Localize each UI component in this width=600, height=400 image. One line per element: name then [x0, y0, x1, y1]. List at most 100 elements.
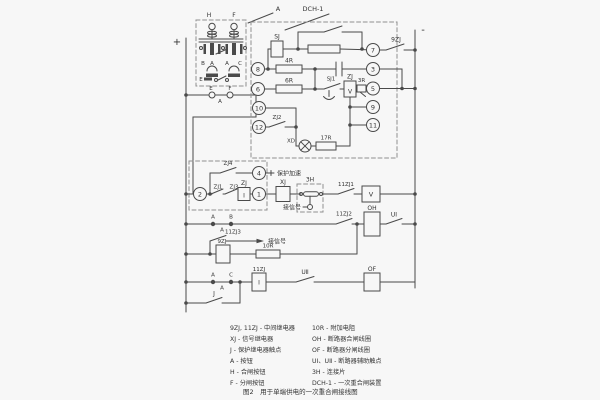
plug-a-label: A	[211, 273, 215, 279]
j-contact-blade	[205, 297, 223, 304]
zj2-contact-blade	[268, 121, 286, 128]
plunger	[210, 43, 214, 55]
terminal6-row: 6 6R SJ1 ZJ V 3R 5	[251, 68, 417, 100]
button-a-label: A	[218, 99, 222, 105]
plug-b-label: B	[229, 215, 233, 221]
junction-dot	[313, 87, 317, 91]
resistor-6r	[275, 84, 303, 94]
contact-arc	[228, 65, 240, 72]
plunger	[232, 43, 236, 55]
zj11-coil-letter: I	[258, 280, 260, 287]
legend-item: 9ZJ, 11ZJ - 中间继电器	[230, 324, 296, 332]
sj1-contact-label: SJ1	[327, 77, 336, 83]
terminal-3-number: 3	[371, 65, 375, 73]
to-signal-label-2: 接信号	[268, 238, 286, 246]
resistor-4r	[275, 64, 303, 74]
legend-item: A - 按钮	[230, 357, 253, 365]
button-box-callout: A	[276, 5, 281, 13]
spring-coil	[207, 33, 217, 38]
button-box-border	[195, 19, 247, 87]
legend-item: 10R - 附加电阻	[312, 324, 355, 332]
of-tripping-coil	[363, 272, 381, 292]
zj11-3-contact-label: 11ZJ3	[225, 230, 241, 236]
legend-item: UⅠ、UⅡ - 断路器辅助触点	[312, 357, 382, 365]
legend-item: H - 合闸按钮	[230, 368, 266, 376]
contact-block	[228, 73, 240, 77]
v-relay-letter: V	[369, 191, 374, 199]
button-name-label: A	[220, 228, 224, 234]
dch1-border	[250, 21, 398, 159]
wire	[221, 281, 241, 304]
terminal-letter-e: E	[199, 77, 203, 83]
resistor-3r	[356, 84, 367, 93]
lamp-branch: 10 12 ZJ2 XD 17R	[252, 101, 351, 153]
zj11-2-contact-label: 11ZJ2	[336, 212, 352, 218]
contact-point	[243, 46, 247, 50]
resistor	[307, 44, 341, 54]
plug-c-label: C	[229, 273, 233, 279]
contact-point	[214, 78, 218, 82]
zj-mid-coil-letter: I	[243, 193, 245, 200]
callout-labels: A DCH-1	[247, 5, 330, 31]
oh-coil-label: OH	[367, 205, 376, 212]
of-coil-label: OF	[368, 266, 377, 273]
protection-accel-label: 保护加速	[277, 170, 301, 178]
lamp-cross	[300, 141, 310, 151]
link-3h-label: 3H	[306, 177, 314, 184]
sj-relay-coil	[270, 40, 284, 58]
zj-relay-label: ZJ	[347, 74, 353, 81]
guide-bar	[203, 44, 206, 54]
start-row: 2 ZJ4 4 保护加速 ZJ1 ZJ3 ZJ I 1	[184, 161, 301, 201]
signal-terminal	[307, 204, 313, 210]
xj-relay-coil	[275, 186, 291, 202]
plug-contact-a	[210, 279, 216, 285]
time-delay-symbol	[323, 96, 335, 100]
terminal-12-number: 12	[255, 123, 263, 131]
junction-dot	[413, 86, 417, 91]
legend-item: XJ - 信号继电器	[230, 335, 274, 343]
j-contact-label: J	[212, 291, 215, 298]
zj1-contact-label: ZJ1	[214, 185, 223, 191]
plug-contact-b	[228, 221, 234, 227]
zj9-contact-label: 9ZJ	[391, 37, 401, 44]
resistor-6r-label: 6R	[285, 78, 293, 85]
power-rails: + -	[173, 25, 425, 313]
zj11-1-contact-blade	[337, 188, 355, 195]
resistor-17r-label: 17R	[321, 136, 332, 142]
junction-dot	[413, 222, 417, 226]
resistor-10r	[255, 249, 281, 259]
resistor-3r-tap	[359, 91, 366, 97]
guide-bar	[225, 44, 228, 54]
guide-bar	[218, 44, 221, 54]
zj4-contact-label: ZJ4	[224, 161, 233, 167]
contact-point	[225, 78, 229, 82]
resistor-4r-label: 4R	[285, 58, 293, 65]
legend-item: 3H - 连接片	[312, 368, 345, 376]
u2-contact-blade	[295, 276, 315, 283]
zj11-2-contact-blade	[335, 218, 353, 225]
terminal-2-number: 2	[198, 190, 202, 198]
zj9-relay-coil	[215, 244, 231, 264]
zj-relay-coil-letter: V	[348, 89, 353, 96]
plug-a-label: A	[211, 215, 215, 221]
button-box-a: H F B	[195, 12, 247, 87]
terminal-letter-c: C	[238, 61, 242, 67]
device-callout: DCH-1	[303, 5, 324, 13]
terminal-11	[366, 118, 380, 132]
sj-row: SJ 7 9ZJ	[266, 25, 417, 71]
sj-relay-label: SJ	[274, 34, 280, 41]
dch1-lower-border	[188, 160, 268, 211]
contact-blade	[217, 75, 227, 81]
terminal-e	[208, 91, 216, 99]
zj1-contact-blade	[210, 188, 224, 195]
minus-rail-label: -	[421, 25, 425, 36]
junction-dot	[400, 86, 404, 91]
link-3h-border	[296, 183, 324, 213]
terminal9-11: 9 11	[348, 96, 380, 147]
u1-contact-label: UⅠ	[391, 212, 397, 219]
button-cap	[230, 22, 238, 31]
resistor-10r-label: 10R	[263, 244, 274, 250]
zj3-contact-label: ZJ3	[230, 185, 239, 191]
dch1-device: SJ 7 9ZJ 8 4R	[184, 21, 417, 211]
